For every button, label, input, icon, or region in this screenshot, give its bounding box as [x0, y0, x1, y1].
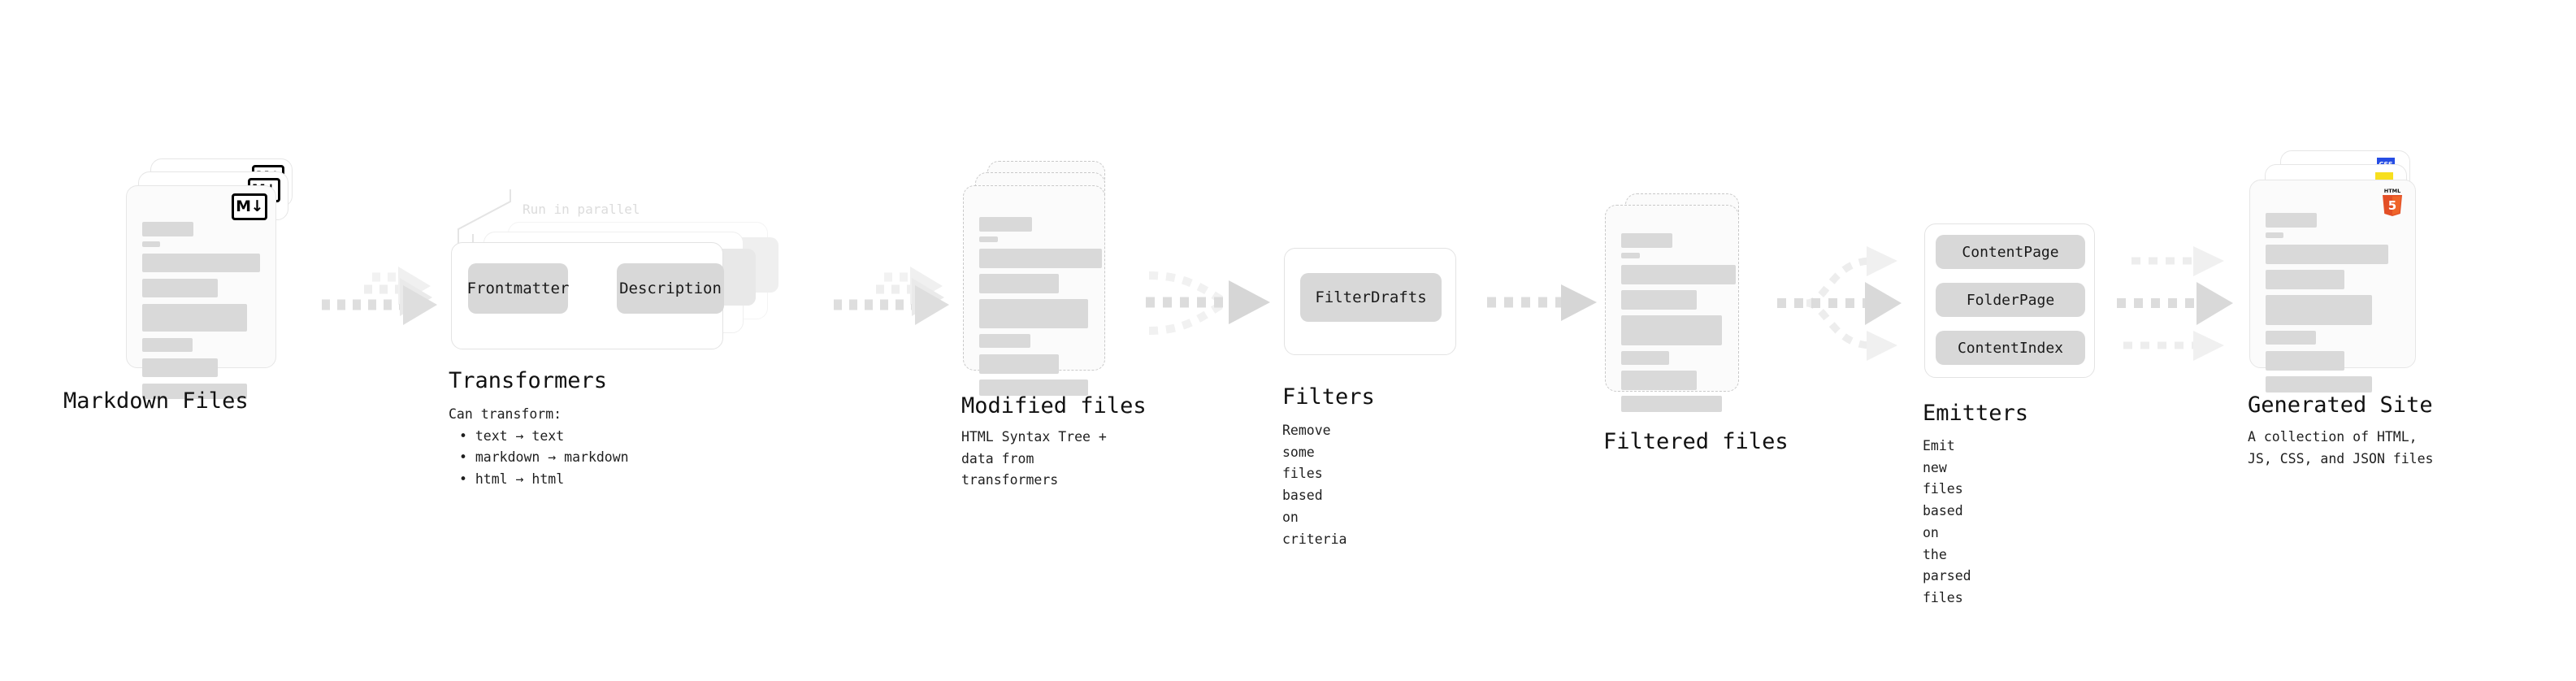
skeleton-line — [142, 358, 218, 377]
svg-text:HTML: HTML — [2384, 188, 2400, 194]
stage-title-emitters: Emitters — [1923, 401, 2029, 426]
skeleton-line — [2266, 270, 2344, 289]
skeleton-line — [979, 354, 1059, 374]
html5-icon: HTML 5 — [2379, 187, 2405, 218]
stage-generated-site: CSS HTML 5 — [2248, 150, 2436, 466]
markdown-icon: M↓ — [232, 193, 267, 220]
stage-title-generated-site: Generated Site — [2248, 393, 2433, 418]
skeleton-line — [1621, 253, 1640, 258]
markdown-card-front: M↓ — [126, 185, 276, 399]
skeleton-line — [1621, 290, 1697, 310]
markdown-card-stack: M↓ M↓ M↓ — [126, 158, 301, 399]
transformer-box-front: Frontmatter Description — [451, 242, 724, 349]
skeleton-line — [2266, 331, 2316, 345]
skeleton-line — [1621, 351, 1669, 365]
emitter-pill-contentpage[interactable]: ContentPage — [1936, 235, 2085, 269]
skeleton-line — [1621, 315, 1722, 345]
modified-card-stack — [963, 161, 1138, 396]
arrow-transformers-to-modified — [821, 264, 951, 341]
arrow-emitters-to-site — [2109, 232, 2255, 374]
caption-bullet: • text → text — [459, 427, 565, 444]
filters-box: FilterDrafts — [1284, 248, 1456, 355]
skeleton-line — [142, 279, 218, 297]
skeleton-line — [979, 274, 1059, 293]
stage-filtered-files: Filtered files — [1603, 193, 1789, 454]
emitters-subtitle: Emit new files based on the parsed files — [1923, 438, 1971, 606]
stage-markdown-files: M↓ M↓ M↓ Markdown Files — [63, 158, 301, 414]
filtered-card-stack — [1605, 193, 1780, 412]
skeleton-line — [979, 380, 1088, 396]
skeleton-line — [2266, 232, 2283, 238]
caption-bullet: • markdown → markdown — [459, 449, 629, 466]
caption-heading: Can transform: — [449, 406, 562, 422]
skeleton-line — [979, 236, 998, 242]
parallel-label: Run in parallel — [523, 202, 640, 217]
filter-pill-filterdrafts[interactable]: FilterDrafts — [1300, 273, 1442, 322]
caption-bullet: • html → html — [459, 471, 565, 488]
skeleton-line — [2266, 376, 2372, 393]
stage-title-filtered-files: Filtered files — [1603, 429, 1789, 454]
emitter-pill-folderpage[interactable]: FolderPage — [1936, 283, 2085, 317]
skeleton-line — [979, 334, 1030, 348]
skeleton-line — [1621, 371, 1697, 390]
site-card-html: HTML 5 — [2249, 180, 2416, 393]
emitter-pill-contentindex[interactable]: ContentIndex — [1936, 331, 2085, 365]
skeleton-line — [142, 254, 260, 272]
skeleton-line — [2266, 295, 2372, 325]
skeleton-line — [2266, 245, 2388, 264]
transformers-caption: Can transform: • text → text • markdown … — [449, 404, 629, 491]
filters-subtitle: Remove some files based on criteria — [1282, 423, 1347, 547]
stage-title-modified-files: Modified files — [961, 393, 1147, 419]
svg-text:5: 5 — [2388, 198, 2396, 213]
skeleton-line — [979, 299, 1088, 328]
skeleton-line — [2266, 213, 2317, 228]
skeleton-line — [142, 241, 160, 247]
skeleton-line — [142, 304, 247, 332]
filtered-card-front — [1605, 205, 1739, 412]
transformer-pill-description[interactable]: Description — [617, 263, 724, 314]
modified-card-front — [963, 185, 1105, 396]
stage-title-markdown-files: Markdown Files — [63, 388, 249, 414]
skeleton-line — [142, 222, 193, 236]
skeleton-line — [979, 217, 1032, 232]
skeleton-line — [142, 338, 193, 352]
skeleton-line — [2266, 351, 2344, 371]
generated-site-subtitle: A collection of HTML, JS, CSS, and JSON … — [2248, 429, 2434, 466]
skeleton-line — [1621, 233, 1672, 248]
transformer-pill-frontmatter[interactable]: Frontmatter — [467, 263, 569, 314]
site-card-stack: CSS HTML 5 — [2249, 150, 2436, 393]
arrow-modified-to-filters — [1138, 256, 1280, 349]
skeleton-line — [1621, 265, 1736, 284]
skeleton-line — [1621, 396, 1722, 412]
emitters-box: ContentPage FolderPage ContentIndex — [1924, 223, 2095, 378]
stage-modified-files: Modified files HTML Syntax Tree + data f… — [961, 161, 1147, 488]
skeleton-line — [142, 384, 247, 399]
arrow-filters-to-filtered — [1483, 283, 1601, 323]
arrow-markdown-to-transformers — [309, 264, 439, 341]
stage-title-filters: Filters — [1282, 384, 1375, 410]
stage-title-transformers: Transformers — [449, 368, 608, 393]
skeleton-line — [979, 249, 1102, 268]
arrow-filtered-to-emitters — [1776, 232, 1922, 374]
modified-files-subtitle: HTML Syntax Tree + data from transformer… — [961, 429, 1107, 488]
